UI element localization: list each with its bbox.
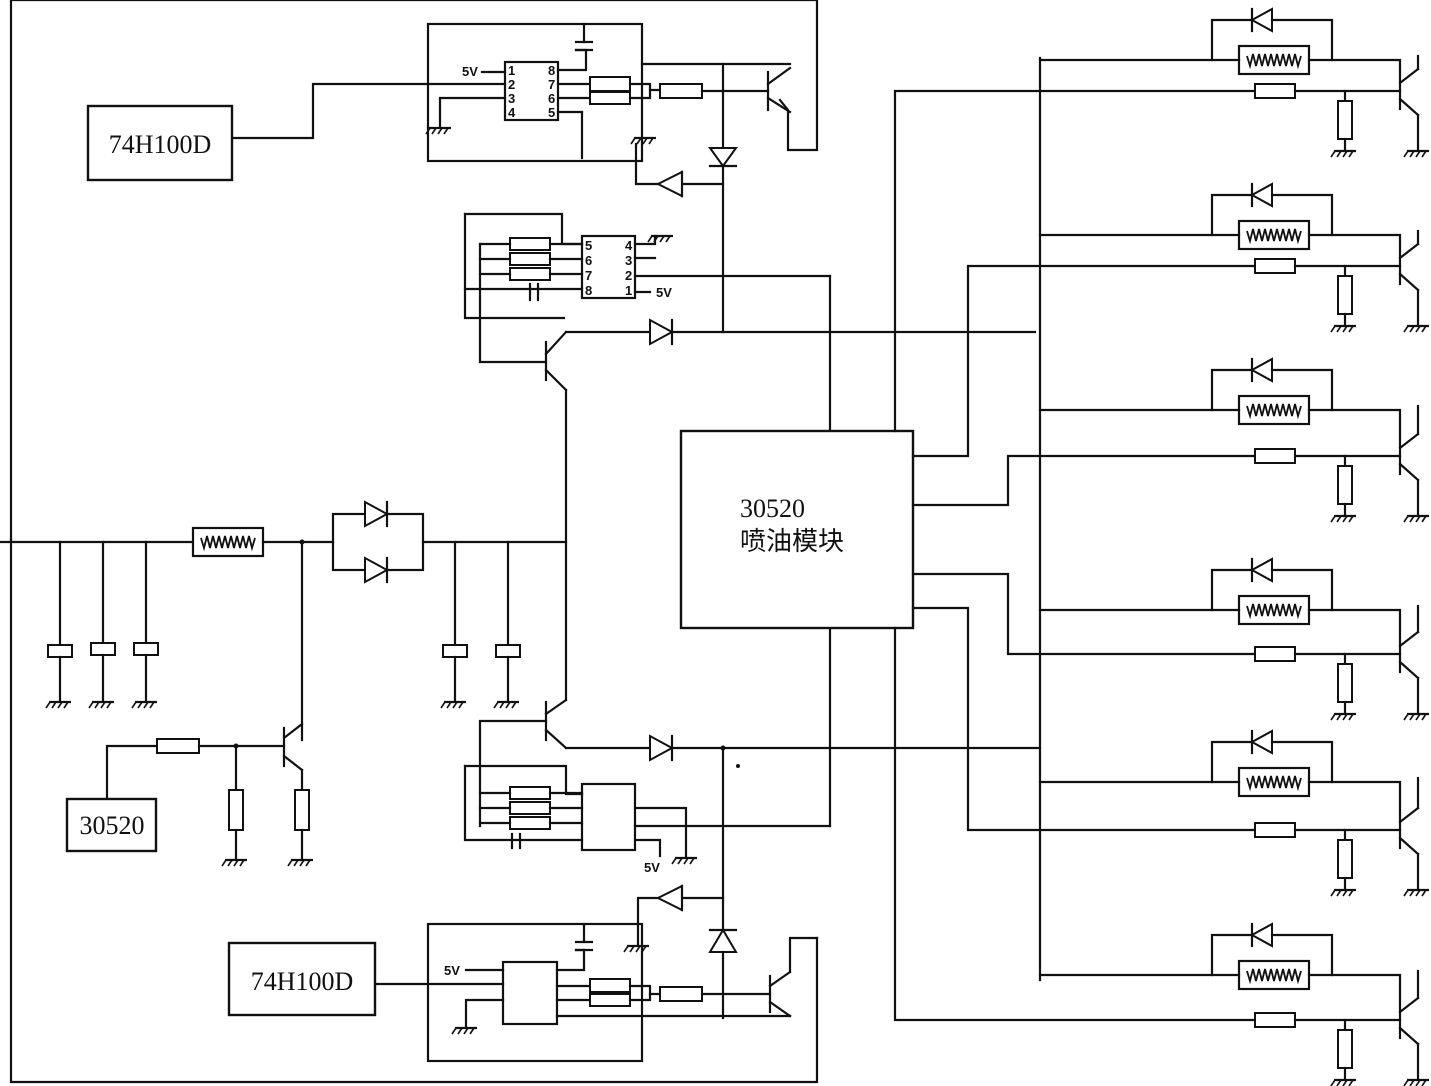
pin: 3 xyxy=(625,253,632,268)
module-title-line2: 喷油模块 xyxy=(740,527,844,556)
base-resistor xyxy=(1254,83,1296,99)
pin: 2 xyxy=(508,77,515,92)
supply-label: 5V xyxy=(462,64,478,79)
pulldown-resistor xyxy=(1337,465,1353,505)
top-board xyxy=(426,22,644,163)
bottom-ic xyxy=(501,960,559,1026)
injector-coil xyxy=(1237,219,1311,251)
injection-module-box xyxy=(679,429,915,630)
flyback-diode xyxy=(1249,7,1273,33)
injector-coil xyxy=(1237,44,1311,76)
pulldown-resistor xyxy=(1337,1029,1353,1069)
pulldown-resistor xyxy=(1337,275,1353,315)
sensor-box xyxy=(65,797,158,853)
pin: 7 xyxy=(548,77,555,92)
driver-top-box xyxy=(86,104,234,182)
flyback-diode xyxy=(1249,729,1273,755)
pin: 5 xyxy=(585,238,592,253)
frame-wire xyxy=(9,538,819,1084)
pin: 6 xyxy=(548,91,555,106)
pin: 2 xyxy=(625,268,632,283)
supply-label: 5V xyxy=(656,285,672,300)
pin: 1 xyxy=(625,283,632,298)
injector-coil xyxy=(1237,766,1311,798)
injector-coil xyxy=(1237,394,1311,426)
capacitor-bank xyxy=(44,540,521,710)
pin: 3 xyxy=(508,91,515,106)
flyback-diode xyxy=(1249,357,1273,383)
flyback-diode xyxy=(1249,922,1273,948)
pin: 4 xyxy=(508,105,516,120)
driver-top-label: 74H100D xyxy=(109,130,212,159)
pin: 1 xyxy=(508,63,515,78)
pulldown-resistor xyxy=(1337,839,1353,879)
base-resistor xyxy=(1254,1012,1296,1028)
sensor-label: 30520 xyxy=(80,811,145,840)
injector-coil xyxy=(1237,594,1311,626)
pulldown-resistor xyxy=(1337,663,1353,703)
pin: 8 xyxy=(585,283,592,298)
base-resistor xyxy=(1254,448,1296,464)
pulldown-resistor xyxy=(1337,100,1353,140)
base-resistor xyxy=(1254,646,1296,662)
pin: 6 xyxy=(585,253,592,268)
top-ic xyxy=(503,60,560,122)
driver-bottom-label: 74H100D xyxy=(251,967,354,996)
injector-driver-group xyxy=(1038,7,1431,1086)
module-title-line1: 30520 xyxy=(740,494,805,523)
base-resistor xyxy=(1254,258,1296,274)
supply-label: 5V xyxy=(444,963,460,978)
driver-bottom-box xyxy=(227,941,377,1017)
injector-coil xyxy=(1237,959,1311,991)
base-resistor xyxy=(1254,822,1296,838)
flyback-diode xyxy=(1249,182,1273,208)
pin: 4 xyxy=(625,238,633,253)
pin: 8 xyxy=(548,63,555,78)
pin: 5 xyxy=(548,105,555,120)
flyback-diode xyxy=(1249,557,1273,583)
pin: 7 xyxy=(585,268,592,283)
bottom-board xyxy=(426,922,644,1063)
supply-label: 5V xyxy=(644,860,660,875)
